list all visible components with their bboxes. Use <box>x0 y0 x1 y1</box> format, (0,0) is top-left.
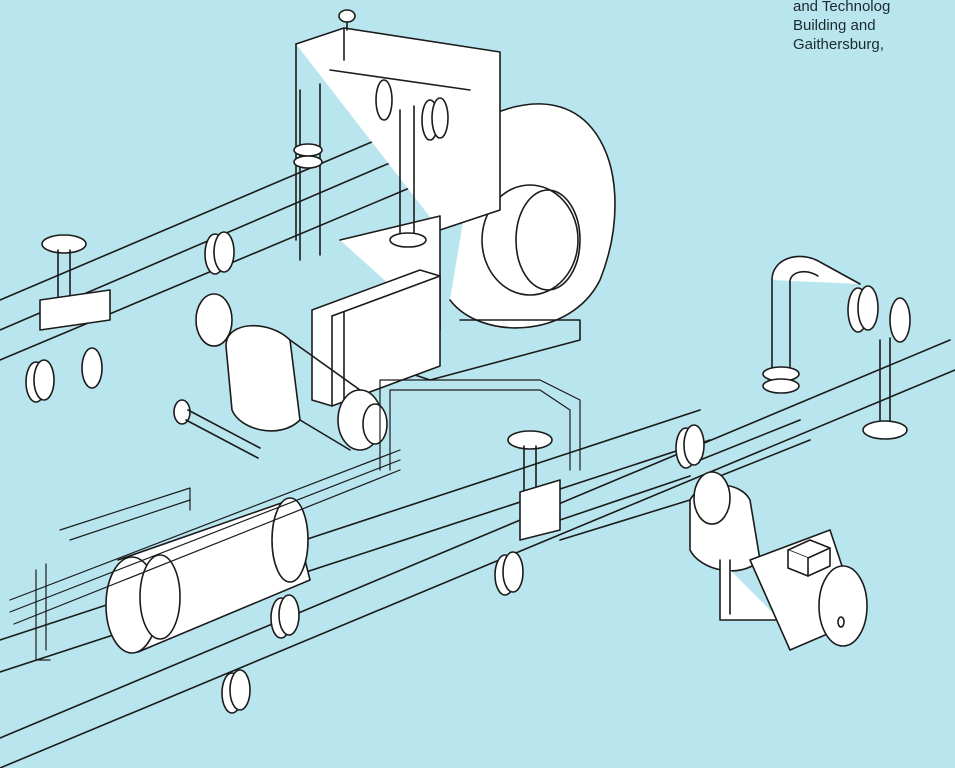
tank-left <box>106 498 310 653</box>
caption-text: and Technolog Building and Gaithersburg, <box>793 0 890 54</box>
valve-handwheel-left <box>40 233 426 458</box>
right-vertical-loop <box>763 256 910 439</box>
pump-left <box>196 294 387 450</box>
flange-group-top <box>26 232 234 402</box>
main-pipe-front-lower <box>0 340 955 768</box>
caption-line-3: Gaithersburg, <box>793 36 884 53</box>
motor-right <box>750 530 867 650</box>
flange-group-front <box>222 425 704 713</box>
valve-handwheel-right <box>508 431 560 540</box>
instrument-tubing <box>10 380 580 660</box>
right-pump-pipes <box>560 420 810 540</box>
frame-vertical-pipes <box>294 80 448 260</box>
control-box <box>312 270 440 406</box>
caption-line-2: Building and <box>793 17 876 34</box>
caption-line-1: and Technolog <box>793 0 891 15</box>
